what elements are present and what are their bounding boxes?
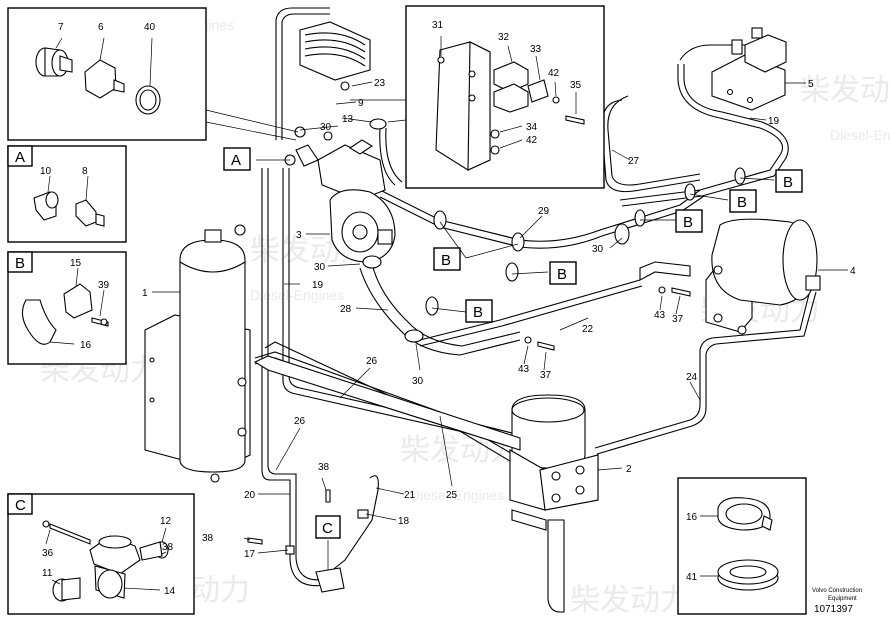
callout-32: 32 (498, 32, 510, 43)
callout-16: 16 (80, 340, 92, 351)
air-tank (705, 218, 821, 335)
section-view-c: C (322, 520, 333, 537)
callout-37-right: 37 (672, 314, 684, 325)
callout-34: 34 (526, 122, 538, 133)
inset-b-panel: B 15 39 16 (7, 251, 127, 365)
callout-4: 4 (850, 266, 856, 277)
inset-clamp-ring-panel: 16 41 (677, 477, 807, 615)
callout-30-top: 30 (320, 122, 332, 133)
section-view-b1: B (441, 252, 451, 269)
callout-28: 28 (340, 304, 352, 315)
callout-7: 7 (58, 22, 64, 33)
callout-14: 14 (164, 586, 176, 597)
callout-13: 13 (342, 114, 354, 125)
callout-19-left: 19 (312, 280, 324, 291)
air-dryer-unit (509, 394, 599, 613)
callout-27: 27 (628, 156, 640, 167)
callout-5: 5 (808, 79, 814, 90)
callout-6: 6 (98, 22, 104, 33)
callout-8: 8 (82, 166, 88, 177)
section-tag-a: A (15, 149, 25, 166)
callout-20: 20 (244, 490, 256, 501)
callout-39: 39 (98, 280, 110, 291)
small-hardware (234, 126, 691, 593)
frame-rail (253, 261, 691, 451)
watermark-en: Diesel-Engines (410, 487, 504, 503)
callout-43-left: 43 (518, 364, 530, 375)
inset-c-panel: C 36 12 38 11 14 (7, 493, 195, 615)
callout-22: 22 (582, 324, 594, 335)
leader-lines (152, 81, 848, 570)
inset-bracket-panel: 31 32 33 42 35 34 42 (350, 5, 605, 189)
footer-line2: Equipment (828, 596, 857, 602)
callout-3: 3 (296, 230, 302, 241)
main-callouts: 1 2 3 4 5 23 9 13 30 19 30 28 29 30 22 3… (142, 78, 856, 560)
cooling-coil (299, 21, 371, 91)
callout-25: 25 (446, 490, 458, 501)
inset-a-panel: A 10 8 (7, 145, 127, 243)
callout-11: 11 (42, 568, 53, 579)
callout-23: 23 (374, 78, 386, 89)
section-view-b3: B (473, 304, 483, 321)
valve-block (711, 27, 787, 111)
callout-38-main: 38 (318, 462, 330, 473)
inset-fittings-panel: 7 6 40 (7, 7, 299, 141)
callout-43-right: 43 (654, 310, 666, 321)
callout-26-lower: 26 (294, 416, 306, 427)
callout-42-bottom: 42 (526, 135, 538, 146)
callout-2: 2 (626, 464, 632, 475)
callout-36: 36 (42, 548, 54, 559)
watermark-cn: 柴发动力 (800, 74, 890, 107)
callout-33: 33 (530, 44, 542, 55)
footer-line1: Volvo Construction (812, 588, 862, 594)
watermark-en: Diesel-Engines (830, 127, 890, 143)
section-tag-b: B (15, 255, 25, 272)
callout-18: 18 (398, 516, 410, 527)
section-view-b2: B (557, 266, 567, 283)
callout-35: 35 (570, 80, 582, 91)
callout-30-left: 30 (314, 262, 326, 273)
callout-12: 12 (160, 516, 172, 527)
callout-38-inset: 38 (162, 542, 174, 553)
callout-42-top: 42 (548, 68, 560, 79)
section-view-tags: A C B B B B B B (223, 147, 803, 539)
callout-15: 15 (70, 258, 82, 269)
drawing-number: 1071397 (814, 604, 853, 615)
callout-30-bottom: 30 (412, 376, 424, 387)
callout-24: 24 (686, 372, 698, 383)
callout-37-left: 37 (540, 370, 552, 381)
callout-30-right: 30 (592, 244, 604, 255)
section-view-b6: B (783, 174, 793, 191)
callout-1: 1 (142, 288, 148, 299)
callout-19-right: 19 (768, 116, 780, 127)
callout-29: 29 (538, 206, 550, 217)
callout-21: 21 (404, 490, 416, 501)
air-compressor (295, 139, 396, 263)
watermark-cn: 柴发动力 (570, 584, 690, 617)
drawing-footer: Volvo Construction Equipment 1071397 (812, 588, 862, 615)
section-tag-c: C (15, 497, 26, 514)
callout-9: 9 (358, 98, 364, 109)
callout-41: 41 (686, 572, 698, 583)
section-view-b4: B (683, 214, 693, 231)
section-view-a: A (231, 152, 241, 169)
callout-40: 40 (144, 22, 156, 33)
watermark-group: 柴发动力 Diesel-Engines 柴发动力 Diesel-Engines … (40, 17, 890, 617)
callout-17: 17 (244, 549, 256, 560)
callout-10: 10 (40, 166, 52, 177)
callout-16-inset: 16 (686, 512, 698, 523)
pipe-clamps (362, 118, 746, 343)
callout-31: 31 (432, 20, 444, 31)
section-view-b5: B (737, 194, 747, 211)
watermark-en: Diesel-Engines (250, 287, 344, 303)
callout-38-left: 38 (202, 533, 214, 544)
callout-26-upper: 26 (366, 356, 378, 367)
air-dryer-tank (144, 229, 251, 483)
